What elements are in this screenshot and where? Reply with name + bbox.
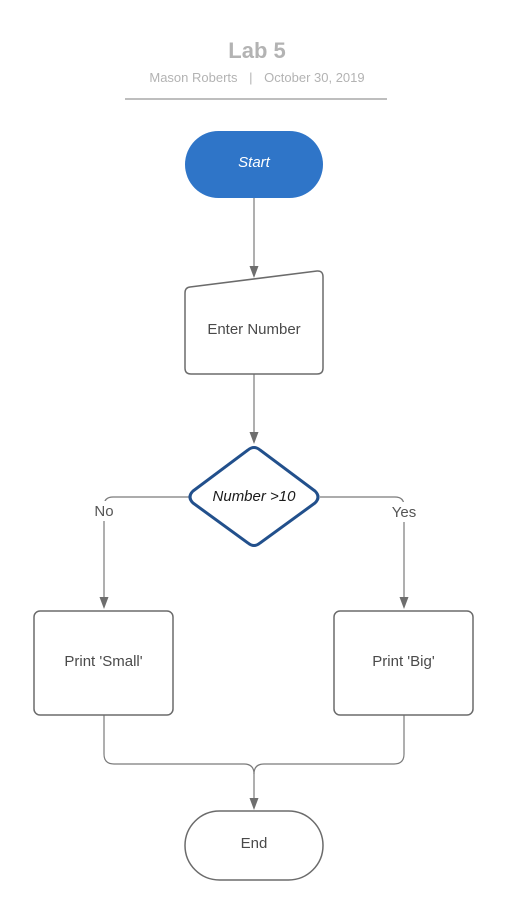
end-node-label: End [241,835,268,852]
author-name: Mason Roberts [149,70,238,85]
arrowhead-icon [99,597,109,609]
start-node-label: Start [238,154,271,171]
yes-label-background [388,502,420,522]
end-terminator-shape [184,810,324,881]
connectors [99,198,409,810]
connector-big-to-end [253,715,405,775]
edge-label-no: No [94,503,113,520]
print-big-label: Print 'Big' [372,653,435,670]
arrowhead-icon [249,432,259,444]
decision-diamond-shape [188,446,320,547]
process-box-big [333,610,474,716]
decision-node-label: Number >10 [213,488,297,505]
start-terminator-shape [185,131,323,198]
edge-label-yes: Yes [392,504,416,521]
edge-labels: No Yes [91,501,420,522]
input-node[interactable]: Enter Number [184,270,324,375]
arrowhead-icon [249,266,259,278]
print-small-label: Print 'Small' [64,653,142,670]
start-node[interactable]: Start [185,131,323,198]
diagram-title: Lab 5 [228,38,285,63]
input-node-label: Enter Number [207,321,300,338]
decision-node[interactable]: Number >10 [188,446,320,547]
print-small-node[interactable]: Print 'Small' [33,610,174,716]
diagram-date: October 30, 2019 [264,70,364,85]
print-big-node[interactable]: Print 'Big' [333,610,474,716]
connector-small-to-end [103,715,255,800]
process-box-small [33,610,174,716]
diagram-subtitle: Mason Roberts | October 30, 2019 [149,70,364,85]
end-node[interactable]: End [184,810,324,881]
arrowhead-icon [249,798,259,810]
diagram-header: Lab 5 Mason Roberts | October 30, 2019 [125,38,387,100]
no-label-background [91,501,117,521]
manual-input-shape [184,270,324,375]
subtitle-separator: | [249,70,252,85]
arrowhead-icon [399,597,409,609]
